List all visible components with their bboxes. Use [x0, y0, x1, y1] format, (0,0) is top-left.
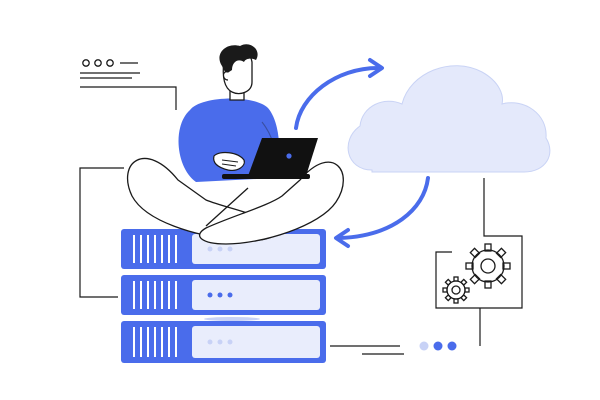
connector-lines-right: [330, 178, 523, 355]
server-rack-icon: [121, 229, 326, 363]
server-unit-3: [121, 321, 326, 363]
status-dots: [419, 341, 457, 351]
window-dots-icon: [80, 59, 140, 79]
laptop-icon: [222, 138, 318, 179]
crossed-legs: [126, 158, 344, 245]
connector-lines-left: [79, 86, 177, 298]
hand: [213, 151, 245, 171]
head: [219, 44, 258, 95]
server-unit-2: [121, 275, 326, 315]
sync-arrows-icon: [294, 58, 430, 248]
cloud-icon: [347, 65, 551, 173]
gear-icon: [442, 243, 511, 304]
